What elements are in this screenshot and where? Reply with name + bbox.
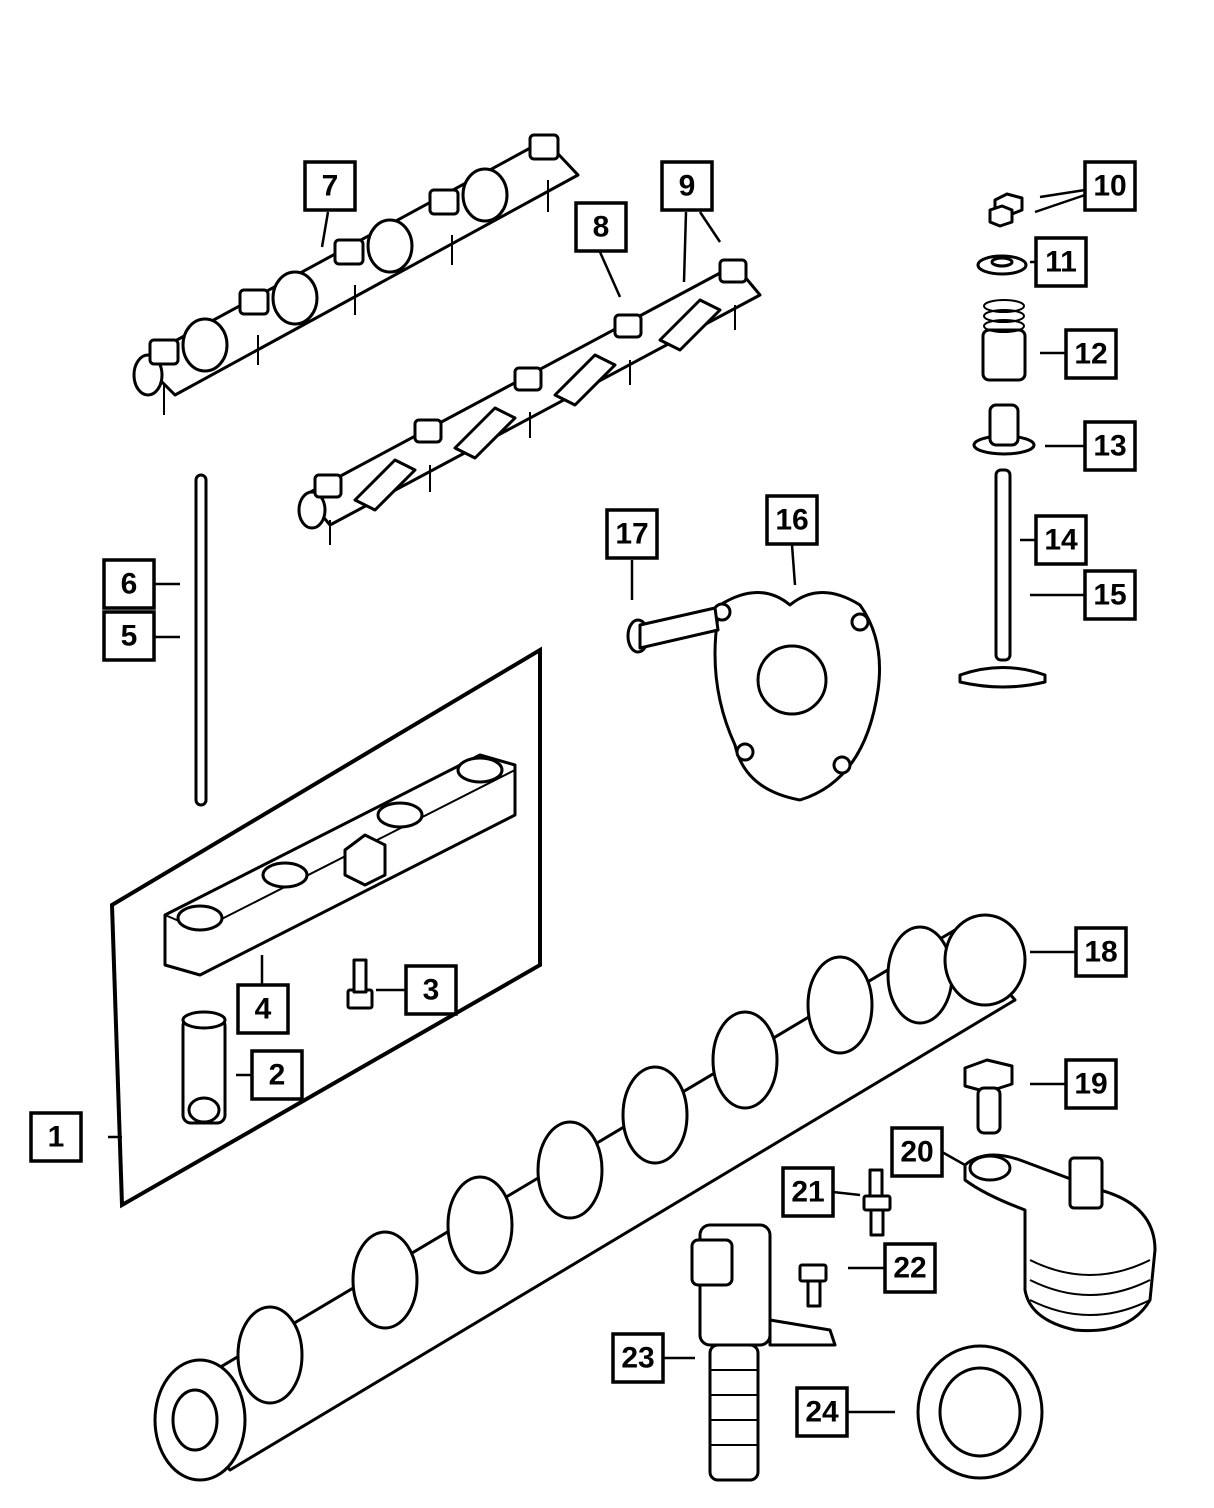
callout-8: 8 xyxy=(574,201,628,253)
callout-label: 7 xyxy=(322,170,339,203)
oil-control-valve-bolt-a[interactable] xyxy=(862,1168,892,1237)
callout-20: 20 xyxy=(890,1126,944,1178)
callout-16: 16 xyxy=(765,494,819,546)
callout-23: 23 xyxy=(611,1332,665,1384)
cam-phaser[interactable] xyxy=(963,1153,1157,1333)
rocker-shaft-assembly-upper[interactable] xyxy=(132,133,580,415)
callout-14: 14 xyxy=(1034,514,1088,566)
callout-label: 9 xyxy=(679,170,696,203)
callout-17: 17 xyxy=(605,508,659,560)
valve-keepers[interactable] xyxy=(988,192,1024,228)
valve-stem-seal[interactable] xyxy=(972,403,1036,456)
valve-spring[interactable] xyxy=(981,299,1027,382)
callout-label: 8 xyxy=(593,211,610,244)
camshaft[interactable] xyxy=(153,913,1027,1482)
valve-spring-retainer[interactable] xyxy=(976,254,1028,276)
callout-label: 24 xyxy=(805,1396,839,1429)
camshaft-thrust-plate[interactable] xyxy=(712,591,882,802)
callout-9: 9 xyxy=(660,160,714,212)
callout-label: 3 xyxy=(423,974,440,1007)
callout-label: 20 xyxy=(900,1136,933,1169)
oil-control-valve[interactable] xyxy=(690,1223,837,1482)
callout-1: 1 xyxy=(29,1111,83,1163)
oil-control-valve-bolt-b[interactable] xyxy=(798,1263,828,1308)
callout-10: 10 xyxy=(1083,160,1137,212)
callout-18: 18 xyxy=(1074,926,1128,978)
callout-21: 21 xyxy=(781,1166,835,1218)
callout-label: 18 xyxy=(1084,936,1117,969)
callout-22: 22 xyxy=(883,1242,937,1294)
leader-lines xyxy=(108,188,1086,1414)
callout-11: 11 xyxy=(1034,236,1088,288)
callout-7: 7 xyxy=(303,160,357,212)
callout-label: 17 xyxy=(615,518,648,551)
callout-24: 24 xyxy=(795,1386,849,1438)
camshaft-seal[interactable] xyxy=(916,1344,1044,1480)
push-rod[interactable] xyxy=(194,473,208,807)
callout-label: 4 xyxy=(255,993,272,1026)
callout-label: 22 xyxy=(893,1252,926,1285)
callout-12: 12 xyxy=(1064,328,1118,380)
callout-label: 2 xyxy=(269,1059,286,1092)
callout-label: 6 xyxy=(121,568,138,601)
lifter-guide[interactable] xyxy=(163,753,517,977)
callout-3: 3 xyxy=(404,964,458,1016)
callout-label: 5 xyxy=(121,620,138,653)
callout-label: 12 xyxy=(1074,338,1107,371)
guide-bolt[interactable] xyxy=(346,958,374,1010)
callout-19: 19 xyxy=(1064,1058,1118,1110)
callout-label: 21 xyxy=(791,1176,824,1209)
callout-15: 15 xyxy=(1083,569,1137,621)
callout-label: 1 xyxy=(48,1121,65,1154)
callout-2: 2 xyxy=(250,1049,304,1101)
callout-label: 14 xyxy=(1044,524,1078,557)
callout-13: 13 xyxy=(1083,420,1137,472)
callout-label: 16 xyxy=(775,504,808,537)
callout-label: 13 xyxy=(1093,430,1126,463)
callout-label: 23 xyxy=(621,1342,654,1375)
callout-label: 19 xyxy=(1074,1068,1107,1101)
hydraulic-lifter[interactable] xyxy=(181,1010,227,1125)
callout-label: 10 xyxy=(1093,170,1126,203)
callout-5: 5 xyxy=(102,610,156,662)
lifter-kit-frame xyxy=(109,646,542,1209)
thrust-plate-screw[interactable] xyxy=(626,606,720,654)
rocker-shaft-assembly-lower[interactable] xyxy=(297,258,762,545)
cam-phaser-bolt[interactable] xyxy=(963,1058,1014,1135)
callout-6: 6 xyxy=(102,558,156,610)
callout-label: 11 xyxy=(1045,246,1077,279)
callout-label: 15 xyxy=(1093,579,1126,612)
valve[interactable] xyxy=(958,468,1047,689)
callout-4: 4 xyxy=(236,983,290,1035)
